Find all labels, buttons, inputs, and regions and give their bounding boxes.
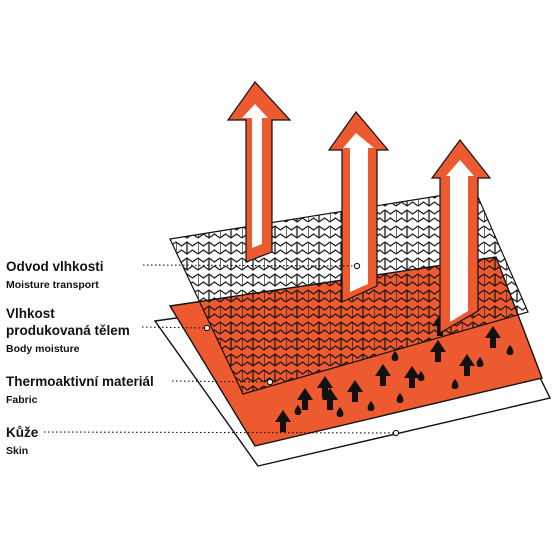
label-subtitle: Skin <box>6 445 29 457</box>
label-subtitle: Body moisture <box>6 343 80 355</box>
label-skin: Kůže Skin <box>6 424 38 458</box>
droplet-icon <box>396 393 404 403</box>
label-subtitle: Fabric <box>6 394 38 406</box>
droplet-icon <box>417 371 425 381</box>
droplet-icon <box>476 357 484 367</box>
arrow-up-solid-icon <box>485 326 501 348</box>
arrow-up-solid-icon <box>317 376 333 398</box>
label-title-line1: Vlhkost <box>6 306 55 321</box>
arrow-up-solid-icon <box>297 388 313 410</box>
arrow-up-solid-icon <box>430 340 446 362</box>
leader-lines <box>43 262 400 437</box>
label-moisture-transport: Odvod vlhkosti Moisture transport <box>6 258 104 292</box>
label-body-moisture: Vlhkost produkovaná tělem Body moisture <box>6 305 130 356</box>
label-title: Odvod vlhkosti <box>6 259 104 274</box>
arrow-up-solid-icon <box>275 410 291 432</box>
arrow-up-solid-icon <box>347 380 363 402</box>
arrow-up-outline-icon <box>226 81 292 263</box>
droplet-icon <box>294 405 302 415</box>
arrow-up-outline-icon <box>327 111 390 303</box>
droplet-icon <box>367 401 375 411</box>
droplet-icon <box>506 345 514 355</box>
label-title: Thermoaktivní materiál <box>6 374 154 389</box>
label-fabric: Thermoaktivní materiál Fabric <box>6 373 154 407</box>
arrow-up-solid-icon <box>459 354 475 376</box>
droplet-icon <box>391 351 399 361</box>
label-title-line2: produkovaná tělem <box>6 323 130 338</box>
droplet-icon <box>451 379 459 389</box>
label-subtitle: Moisture transport <box>6 279 99 291</box>
moisture-transport-arrows <box>226 81 492 335</box>
arrow-up-solid-icon <box>322 388 338 410</box>
arrow-up-solid-icon <box>404 366 420 388</box>
droplets <box>294 345 514 417</box>
arrow-up-solid-icon <box>375 364 391 386</box>
label-title: Kůže <box>6 425 39 440</box>
arrow-up-outline-icon <box>430 139 492 335</box>
droplet-icon <box>336 407 344 417</box>
